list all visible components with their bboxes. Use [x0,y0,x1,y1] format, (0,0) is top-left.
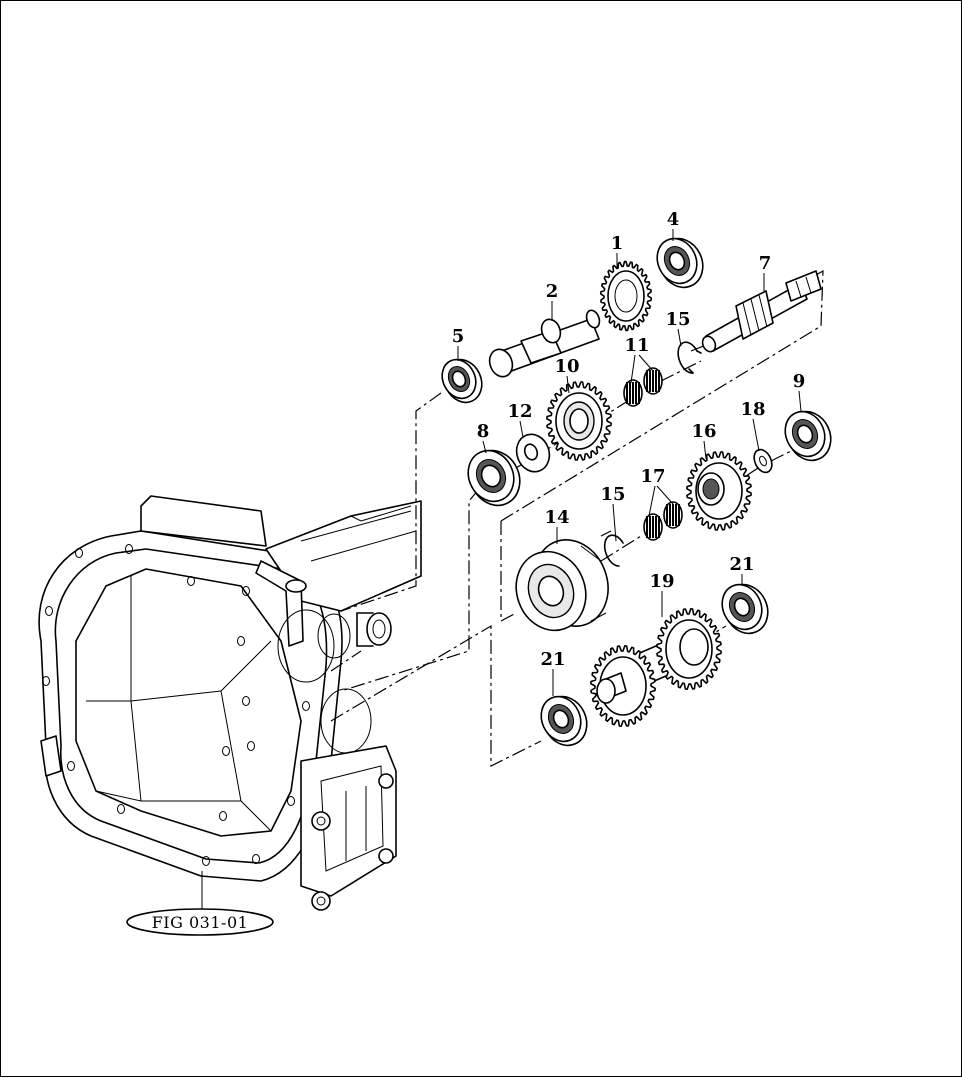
part-label-17: 17 [640,466,665,487]
part-label-9: 9 [793,371,806,392]
part-label-19: 19 [649,571,674,592]
bearing-5 [441,358,483,404]
bolt-hole [75,548,83,558]
gear-10 [546,381,612,461]
part-label-21-lower: 21 [540,649,565,670]
bolt-hole [117,804,125,814]
bolt-hole [187,576,195,586]
circlip-15-top [677,341,702,374]
bolt-hole [222,746,230,756]
parts [441,237,832,747]
bearing-4 [656,237,704,289]
bolt-hole [237,636,245,646]
part-label-2: 2 [546,281,559,302]
part-label-18: 18 [740,399,765,420]
part-label-14: 14 [544,507,569,528]
part-label-11: 11 [624,335,649,356]
hub-14 [515,539,609,632]
leader-lines [201,229,802,911]
part-label-5: 5 [452,326,465,347]
shaft-2 [488,309,601,378]
bolt-hole [247,741,255,751]
bolt-hole [219,811,227,821]
bolt-hole [242,696,250,706]
gear-1 [599,260,653,332]
bearing-21-upper [721,583,769,635]
bolt-hole [67,761,75,771]
bolt-hole [242,586,250,596]
bolt-hole [125,544,133,554]
bolt-hole [202,856,210,866]
part-label-10: 10 [554,356,579,377]
bolt-hole [287,796,295,806]
part-label-15-top: 15 [665,309,690,330]
shaft-7 [701,270,822,353]
part-label-16: 16 [691,421,716,442]
needle-bearing-17 [643,501,683,541]
housing [38,495,422,911]
needle-bearing-11 [623,367,663,407]
bearing-8 [467,449,521,507]
figure-reference-label[interactable]: FIG 031-01 [152,913,249,932]
washer-12 [515,433,551,473]
circlip-15-lower [603,534,624,567]
gear-16 [686,451,752,531]
part-label-15-lower: 15 [600,484,625,505]
cluster-gear-19 [590,608,722,727]
bearing-9 [784,410,832,462]
bolt-hole [252,854,260,864]
part-label-1: 1 [611,233,624,254]
part-label-8: 8 [477,421,490,442]
washer-18 [753,448,773,474]
part-labels: 1 2 4 5 7 8 9 10 11 12 14 15 15 16 17 18… [452,209,806,670]
bolt-hole [302,701,310,711]
bolt-hole [42,676,50,686]
part-label-21-upper: 21 [729,554,754,575]
part-label-12: 12 [507,401,532,422]
bolt-hole [45,606,53,616]
figure-reference[interactable]: FIG 031-01 [126,908,274,936]
bearing-21-lower [540,695,588,747]
part-label-4: 4 [667,209,680,230]
part-label-7: 7 [759,253,772,274]
